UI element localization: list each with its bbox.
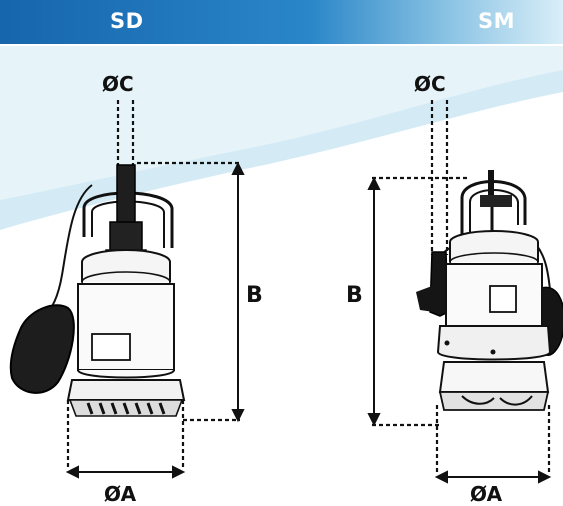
- header-band: [0, 0, 563, 44]
- sm-dim-c-label: ØC: [414, 72, 446, 96]
- sd-dim-b-label: B: [246, 283, 263, 308]
- sd-dim-a-label: ØA: [104, 482, 137, 506]
- header-title-sm: SM: [478, 9, 516, 33]
- sm-dim-b-label: B: [346, 283, 363, 308]
- sd-dim-c-label: ØC: [102, 72, 134, 96]
- header-title-sd: SD: [110, 9, 144, 33]
- sm-dim-a-label: ØA: [470, 482, 503, 506]
